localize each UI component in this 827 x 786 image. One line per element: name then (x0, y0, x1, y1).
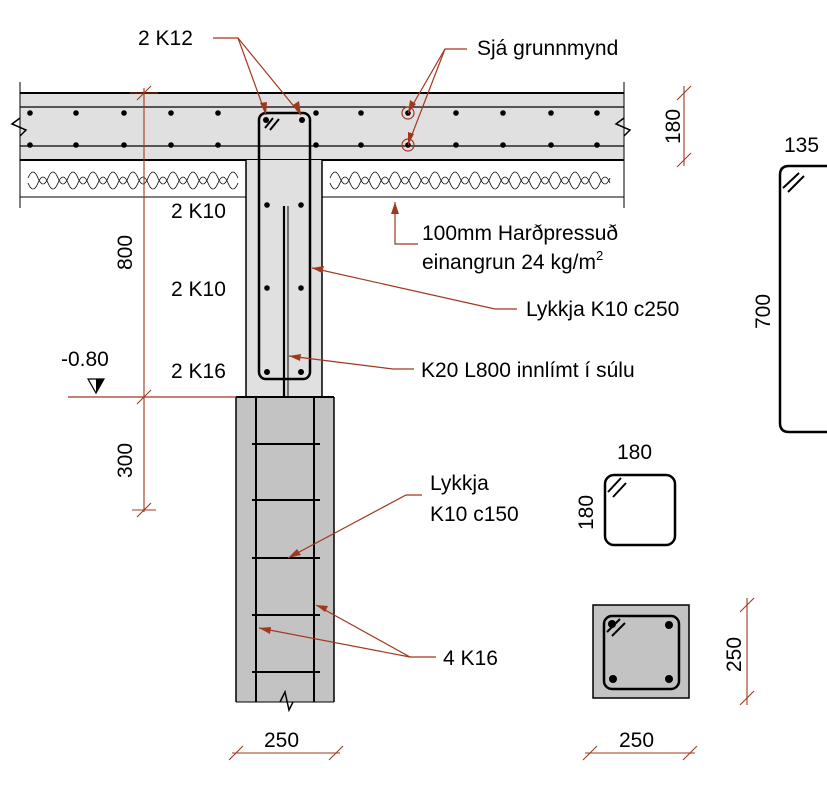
break-mark-right (614, 117, 632, 137)
dim-sq-stirrup-height: 180 (575, 495, 598, 530)
column-break-mark (279, 689, 294, 713)
leader-lines (213, 37, 517, 658)
beam-stem (245, 111, 323, 505)
level-marker (68, 378, 236, 398)
label-bars-a: 2 K10 (171, 200, 226, 223)
dim-section-height: 250 (723, 637, 746, 672)
slab-dimension (676, 85, 692, 168)
column (235, 396, 335, 713)
column-width-dimension (228, 745, 344, 761)
dim-sq-stirrup-width: 180 (617, 441, 652, 464)
label-bars-b: 2 K10 (171, 278, 226, 301)
label-insulation-1: 100mm Harðpressuð (422, 222, 618, 245)
label-see-plan: Sjá grunnmynd (477, 37, 618, 60)
label-stirrup-lower-2: K10 c150 (430, 503, 519, 526)
column-section (592, 604, 690, 699)
label-dowel: K20 L800 innlímt í súlu (421, 359, 635, 382)
dim-slab-thickness: 180 (662, 109, 685, 144)
highlight-ring-top (401, 106, 415, 120)
dim-stirrup-hook: 135 (784, 134, 819, 157)
label-main-bars: 4 K16 (443, 647, 498, 670)
dim-stirrup-height: 700 (752, 294, 775, 329)
label-top-bars: 2 K12 (138, 27, 193, 50)
break-mark-left (10, 117, 28, 137)
dim-beam-depth: 800 (114, 235, 137, 270)
dimension-lines-left (130, 85, 158, 518)
insulation (20, 171, 624, 198)
label-level: -0.80 (61, 348, 109, 371)
dim-embed-depth: 300 (114, 443, 137, 478)
tall-stirrup-shape (778, 164, 827, 434)
square-stirrup-shape (603, 473, 677, 547)
leader-arrowheads (259, 100, 416, 634)
dim-column-width: 250 (264, 729, 299, 752)
label-stirrup-upper: Lykkja K10 c250 (526, 298, 679, 321)
label-bars-c: 2 K16 (171, 360, 226, 383)
dim-section-width: 250 (619, 729, 654, 752)
section-dimensions (582, 597, 755, 761)
label-insulation-2: einangrun 24 kg/m2 (422, 248, 603, 274)
label-stirrup-lower-1: Lykkja (430, 472, 489, 495)
